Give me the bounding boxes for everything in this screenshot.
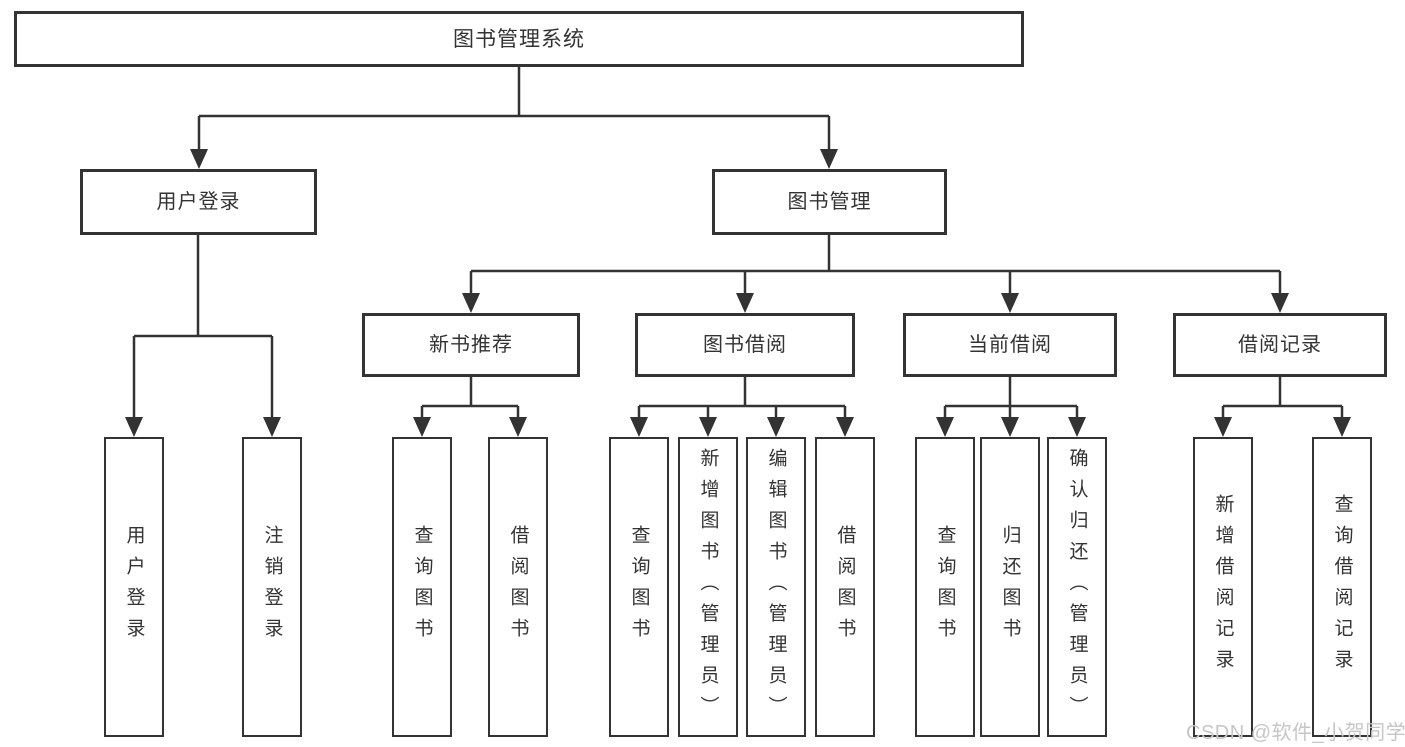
leaf-add-borrow-record: 新增借阅记录 (1193, 437, 1253, 737)
arrow-down-icon (820, 149, 838, 169)
node-user-login: 用户登录 (80, 169, 317, 235)
leaf-query-borrow-record: 查询借阅记录 (1312, 437, 1372, 737)
current-borrow-children-line (943, 377, 1079, 418)
leaf-confirm-return-admin: 确认归还（管理员） (1047, 437, 1107, 737)
leaf-borrow-books-recommend: 借阅图书 (488, 437, 548, 737)
book-borrow-children-line (637, 377, 847, 418)
leaf-edit-books-admin: 编辑图书（管理员） (746, 437, 806, 737)
leaf-return-books: 归还图书 (980, 437, 1040, 737)
arrow-down-icon (413, 417, 431, 437)
arrow-down-icon (1333, 417, 1351, 437)
root-to-level2-line (197, 67, 831, 150)
arrow-down-icon (462, 293, 480, 313)
node-new-book-recommend: 新书推荐 (362, 313, 580, 377)
leaf-query-books-borrow: 查询图书 (609, 437, 669, 737)
node-borrow-records: 借阅记录 (1173, 313, 1387, 377)
arrow-down-icon (190, 149, 208, 169)
arrow-down-icon (1271, 293, 1289, 313)
node-current-borrow: 当前借阅 (903, 313, 1117, 377)
arrow-down-icon (1001, 417, 1019, 437)
arrow-down-icon (767, 417, 785, 437)
leaf-logout: 注销登录 (242, 437, 302, 737)
node-book-management: 图书管理 (712, 169, 947, 235)
arrow-down-icon (1001, 293, 1019, 313)
leaf-user-login: 用户登录 (104, 437, 164, 737)
book-mgmt-to-level3-line (469, 235, 1282, 293)
borrow-records-children-line (1221, 377, 1344, 418)
arrow-down-icon (630, 417, 648, 437)
connector-elbows (132, 67, 1344, 418)
leaf-query-books-current: 查询图书 (915, 437, 975, 737)
new-book-recommend-children-line (420, 377, 520, 418)
leaf-query-books-recommend: 查询图书 (392, 437, 452, 737)
arrow-down-icon (936, 417, 954, 437)
leaf-add-books-admin: 新增图书（管理员） (678, 437, 738, 737)
csdn-watermark: CSDN @软件_小贺同学 (1186, 722, 1405, 744)
arrow-down-icon (736, 293, 754, 313)
arrow-down-icon (509, 417, 527, 437)
arrow-down-icon (699, 417, 717, 437)
arrow-down-icon (1068, 417, 1086, 437)
arrowheads (125, 149, 1351, 437)
arrow-down-icon (125, 417, 143, 437)
arrow-down-icon (1214, 417, 1232, 437)
user-login-to-children-line (132, 235, 274, 418)
arrow-down-icon (263, 417, 281, 437)
node-library-management-system: 图书管理系统 (14, 11, 1024, 67)
node-book-borrow: 图书借阅 (635, 313, 855, 377)
leaf-borrow-books: 借阅图书 (815, 437, 875, 737)
arrow-down-icon (836, 417, 854, 437)
